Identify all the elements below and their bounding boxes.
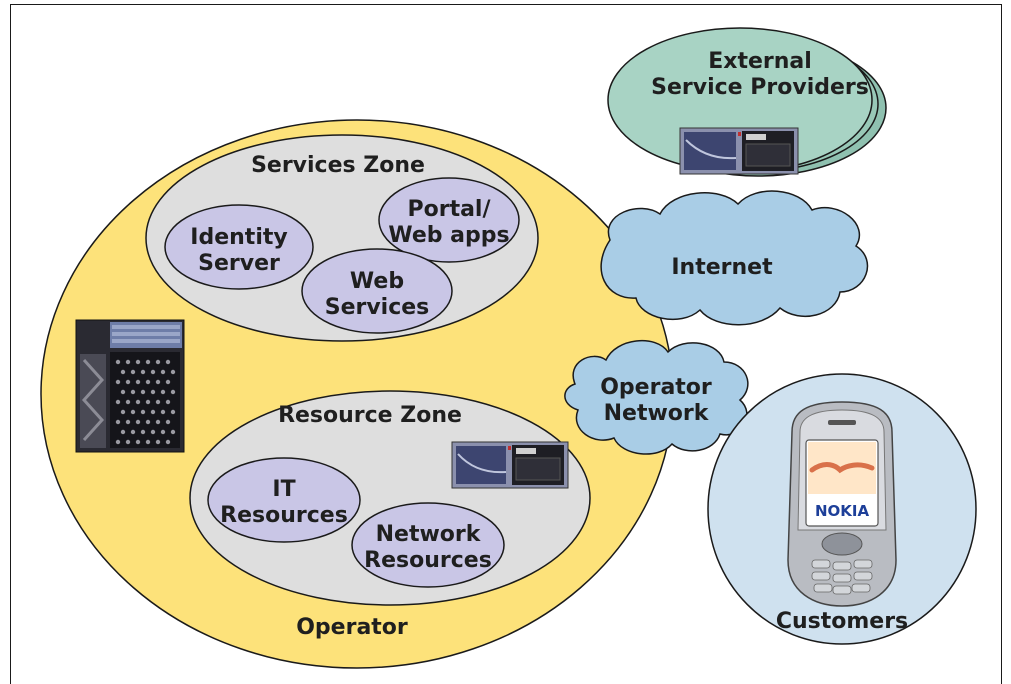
mobile-phone-icon: NOKIA	[787, 401, 897, 607]
it-resources-label-line1: IT	[272, 477, 295, 502]
it-resources-label-line2: Resources	[220, 503, 348, 528]
providers-label-line1: External	[708, 49, 812, 74]
customers-zone: Customers NOKIA	[707, 373, 977, 645]
services-zone-label: Services Zone	[251, 153, 425, 178]
tower-server-icon	[75, 319, 185, 453]
operator-network-label-line2: Network	[604, 401, 710, 426]
operator-network-cloud: Operator Network	[564, 339, 749, 455]
network-resources-label-line2: Resources	[364, 548, 492, 573]
internet-cloud: Internet	[600, 190, 869, 326]
phone-brand-label: NOKIA	[815, 502, 870, 520]
resource-zone: Resource Zone IT Resources Network Resou…	[189, 390, 591, 606]
identity-server-label-line2: Server	[198, 251, 280, 276]
network-resources-node	[351, 502, 505, 588]
portal-node	[378, 177, 520, 263]
external-service-providers: External Service Providers	[607, 27, 887, 177]
identity-server-node	[164, 204, 314, 290]
customers-label: Customers	[776, 609, 908, 634]
network-resources-label-line1: Network	[376, 522, 482, 547]
services-zone: Services Zone Identity Server Portal/ We…	[145, 134, 539, 342]
operator-network-label-line1: Operator	[600, 375, 712, 400]
providers-label-line2: Service Providers	[651, 75, 869, 100]
resource-zone-label: Resource Zone	[278, 403, 462, 428]
web-services-label-line2: Services	[325, 295, 430, 320]
operator-label: Operator	[296, 615, 408, 640]
identity-server-label-line1: Identity	[190, 225, 287, 250]
it-resources-node	[207, 457, 361, 543]
portal-label-line2: Web apps	[388, 223, 509, 248]
provider-server-icon	[679, 127, 799, 175]
web-services-node	[301, 248, 453, 334]
web-services-label-line1: Web	[350, 269, 404, 294]
resource-server-icon	[451, 441, 569, 489]
internet-label: Internet	[671, 255, 773, 280]
portal-label-line1: Portal/	[407, 197, 491, 222]
